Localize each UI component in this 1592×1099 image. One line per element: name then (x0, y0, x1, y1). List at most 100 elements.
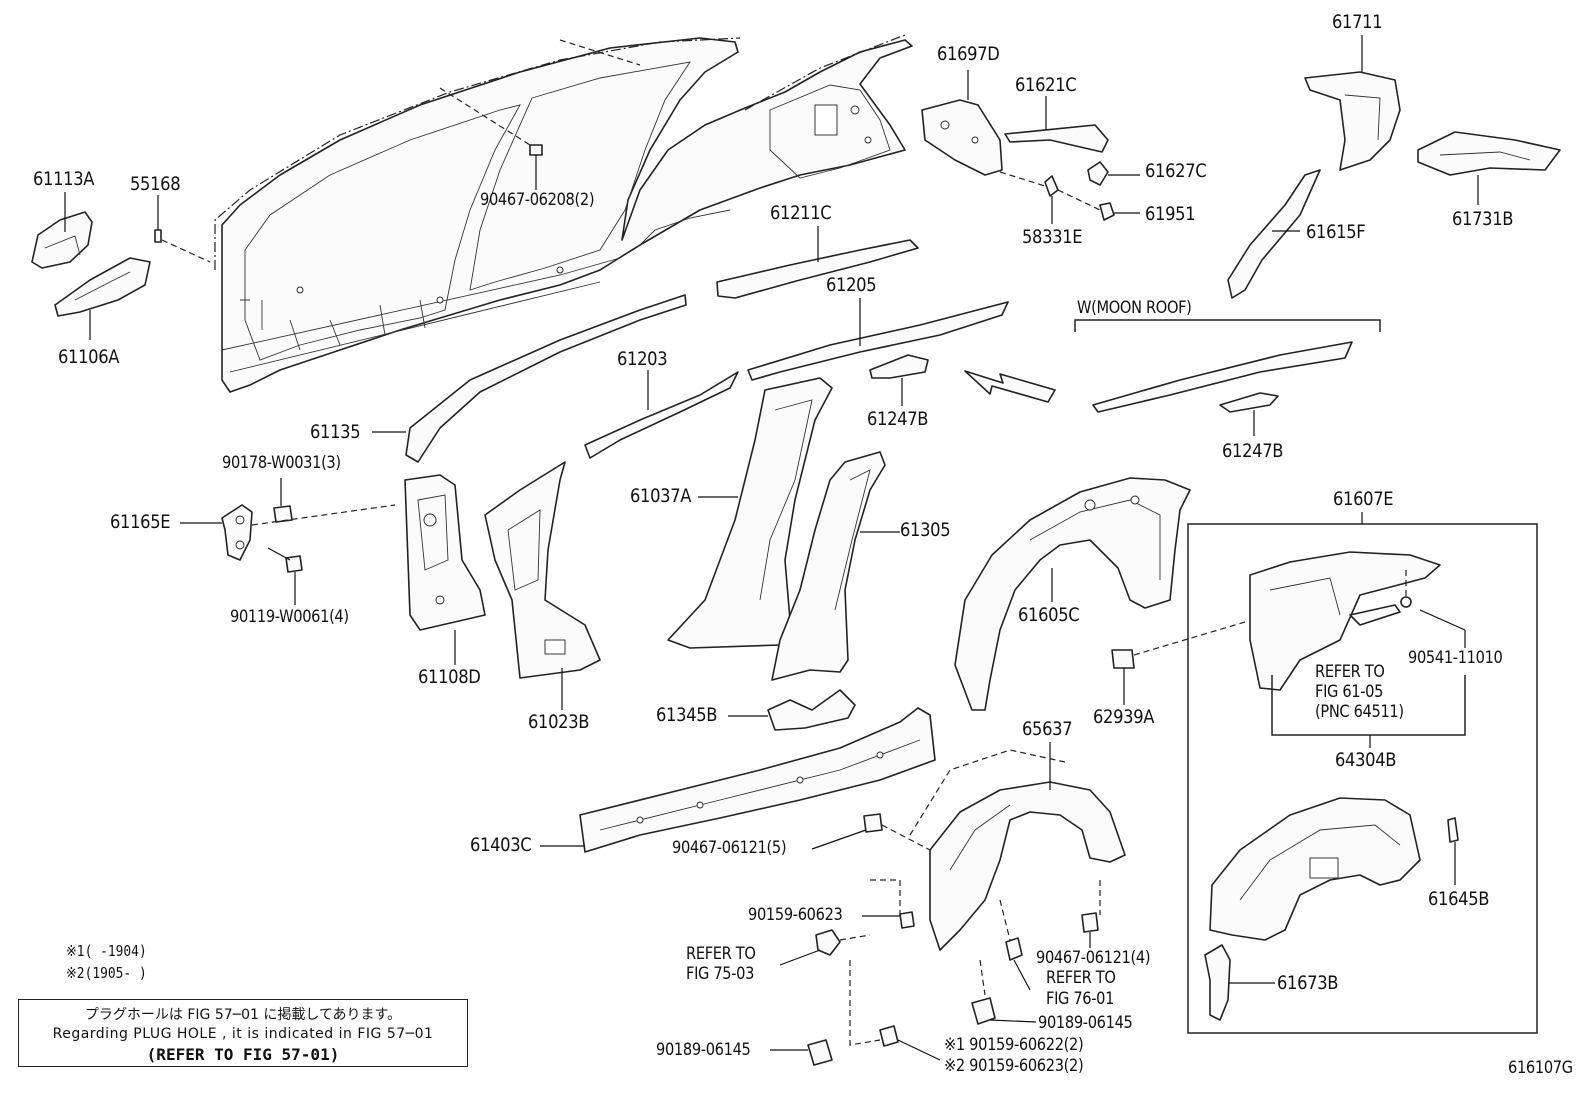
note-japanese-line: プラグホールは FIG 57─01 に掲載してあります。 (84, 1007, 402, 1023)
pillar-61023B-part (484, 461, 601, 679)
label-61113A: 61113A (33, 168, 95, 190)
label-90178-W0031: 90178-W0031(3) (222, 453, 341, 473)
clip-90189-b-part (807, 1039, 833, 1066)
plug-90541-part (1400, 596, 1412, 608)
label-58331E: 58331E (1022, 226, 1083, 248)
bracket-61345B-part (767, 689, 856, 731)
label-moon-roof: W(MOON ROOF) (1077, 298, 1192, 318)
label-61135: 61135 (310, 421, 361, 443)
label-55168: 55168 (130, 173, 181, 195)
clip-61951-part (1099, 202, 1115, 221)
note-english-line: Regarding PLUG HOLE , it is indicated in… (52, 1026, 434, 1042)
nut-90467-06121-4-part (1081, 912, 1099, 933)
bracket-61621C-part (1004, 124, 1109, 153)
bracket-61113A-part (31, 211, 93, 269)
plug-62939A-part (1111, 649, 1135, 669)
footnote-1: ※1( -1904) (66, 942, 147, 960)
label-61247B-left: 61247B (867, 408, 929, 430)
label-61305: 61305 (900, 519, 951, 541)
bracket-64511-part (1349, 604, 1401, 626)
note-reference-line: (REFER TO FIG 57-01) (146, 1045, 340, 1064)
label-90541-11010: 90541-11010 (1408, 648, 1503, 668)
label-refer-76-line2: FIG 76-01 (1046, 989, 1115, 1009)
label-61023B: 61023B (528, 711, 590, 733)
label-90189-06145-right: 90189-06145 (1038, 1013, 1133, 1033)
label-90467-06208: 90467-06208(2) (480, 190, 595, 210)
clip-refer76-part (1005, 937, 1023, 961)
plug-hole-note-box: プラグホールは FIG 57─01 に掲載してあります。 Regarding P… (18, 999, 468, 1067)
figure-code: 616107G (1508, 1058, 1573, 1078)
rail-61203-part (584, 371, 739, 459)
label-61345B: 61345B (656, 704, 718, 726)
label-61607E: 61607E (1333, 488, 1394, 510)
clip-61645B-part (1447, 817, 1459, 843)
label-61627C: 61627C (1145, 160, 1207, 182)
clip-refer75-part (815, 929, 841, 956)
moonroof-reinforcement-61247B-part (1219, 392, 1279, 413)
label-62939A: 62939A (1093, 706, 1155, 728)
panel-61607E-part (1249, 551, 1441, 691)
label-65637: 65637 (1022, 718, 1073, 740)
pillar-61615F-part (1227, 169, 1321, 299)
label-61108D: 61108D (418, 666, 481, 688)
label-61211C: 61211C (770, 202, 832, 224)
label-refer-75-line2: FIG 75-03 (686, 964, 755, 984)
label-90159-60623: 90159-60623 (748, 905, 843, 925)
clip-90189-a-part (971, 997, 996, 1025)
side-panel-outer-part (221, 37, 913, 393)
pillar-61305-part (771, 451, 886, 681)
panel-61711-part (1304, 71, 1401, 171)
label-61165E: 61165E (110, 511, 171, 533)
bolt-90467-06208-part (529, 144, 543, 190)
label-61247B-right: 61247B (1222, 440, 1284, 462)
label-refer-61-line3: (PNC 64511) (1315, 702, 1404, 722)
nut-90467-06121-5-part (863, 813, 883, 833)
label-61203: 61203 (617, 348, 668, 370)
label-90119-W0061: 90119-W0061(4) (230, 607, 349, 627)
label-90467-06121-4: 90467-06121(4) (1036, 948, 1151, 968)
bolt-90119-part (267, 547, 303, 573)
label-61951: 61951 (1145, 203, 1196, 225)
label-refer-61-line1: REFER TO (1315, 662, 1385, 682)
leader-lines (64, 35, 1479, 1061)
label-90159-60622: ※1 90159-60622(2) (944, 1035, 1084, 1055)
label-61621C: 61621C (1015, 74, 1077, 96)
label-61645B: 61645B (1428, 888, 1490, 910)
bracket-61673B-part (1204, 944, 1231, 1021)
hinge-61165E-part (221, 504, 253, 561)
label-61106A: 61106A (58, 346, 120, 368)
panel-61731B-part (1417, 131, 1561, 176)
rail-61205-part (747, 301, 1009, 381)
footnote-2: ※2(1905- ) (66, 964, 147, 982)
label-61403C: 61403C (470, 834, 532, 856)
label-61615F: 61615F (1306, 221, 1366, 243)
bracket-61106A-part (54, 257, 151, 317)
liner-61645B-part (1209, 797, 1421, 941)
bolt-90159-60622-part (879, 1025, 899, 1047)
rail-61135-part (405, 294, 687, 463)
label-refer-75-line1: REFER TO (686, 944, 756, 964)
label-61711: 61711 (1332, 11, 1383, 33)
label-61673B: 61673B (1277, 972, 1339, 994)
label-refer-76-line1: REFER TO (1046, 968, 1116, 988)
reinforcement-61247B-part (869, 354, 929, 379)
label-64304B: 64304B (1335, 749, 1397, 771)
clip-61627C-part (1087, 161, 1109, 186)
rocker-61403C-part (579, 707, 936, 853)
label-61697D: 61697D (937, 43, 1000, 65)
nut-90178-part (273, 505, 293, 523)
label-61205: 61205 (826, 274, 877, 296)
panel-61697D-part (921, 99, 1003, 176)
direction-arrow (964, 370, 1056, 403)
plug-55168-part (154, 229, 162, 243)
rail-61211C-part (716, 239, 919, 299)
clip-58331E-part (1044, 175, 1059, 197)
label-61037A: 61037A (630, 485, 692, 507)
label-61605C: 61605C (1018, 604, 1080, 626)
wheelhouse-61605C-part (954, 477, 1191, 711)
pillar-61108D-part (404, 474, 486, 631)
label-90467-06121-5: 90467-06121(5) (672, 838, 787, 858)
label-90159-60623-2: ※2 90159-60623(2) (944, 1056, 1084, 1076)
